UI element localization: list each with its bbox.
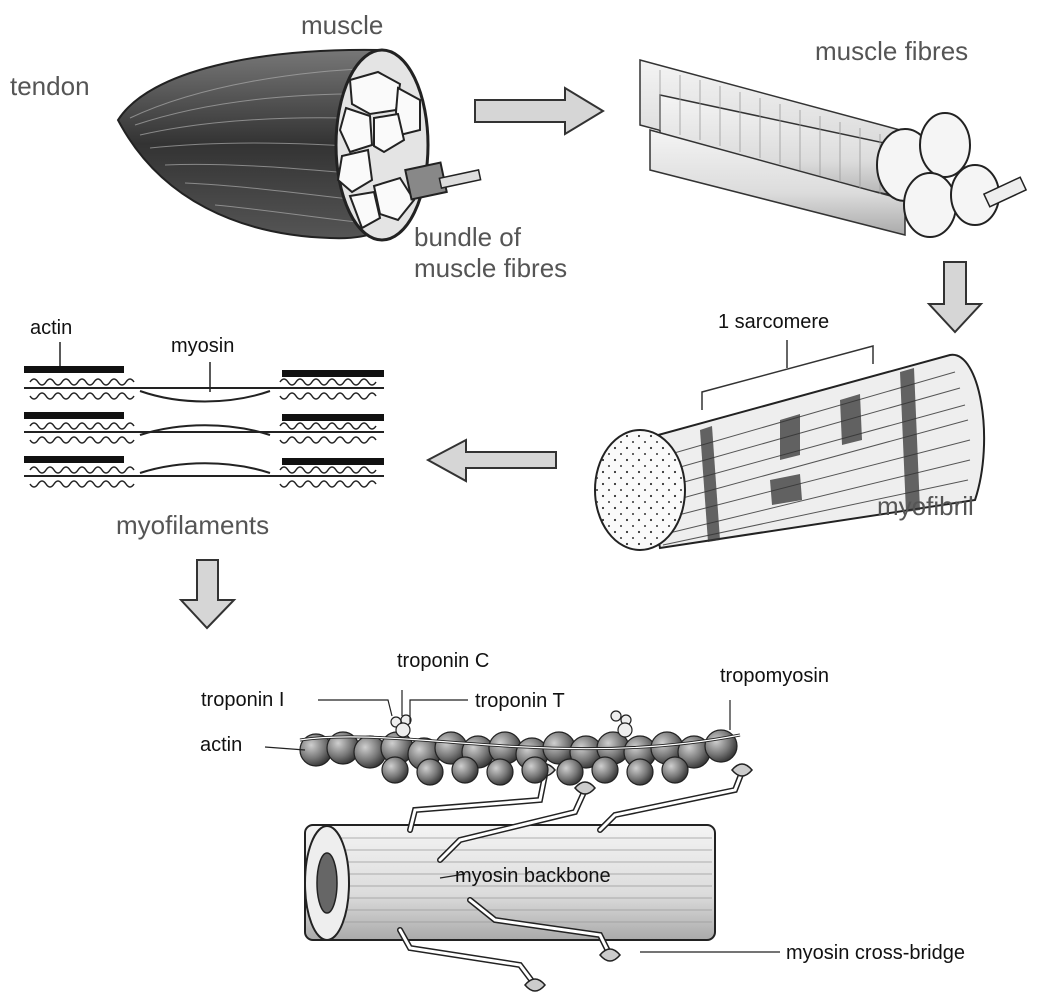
label-troponin-c: troponin C bbox=[397, 651, 489, 671]
label-troponin-t: troponin T bbox=[475, 691, 565, 711]
muscle-fibres-illustration bbox=[640, 60, 1026, 237]
label-sarcomere: 1 sarcomere bbox=[718, 312, 829, 332]
arrow-right-1 bbox=[475, 88, 603, 134]
label-troponin-i: troponin I bbox=[201, 690, 284, 710]
arrow-left-1 bbox=[428, 440, 556, 481]
label-tendon: tendon bbox=[10, 73, 90, 99]
muscle-illustration bbox=[118, 50, 481, 240]
label-muscle: muscle bbox=[301, 12, 383, 38]
label-myosin-top: myosin bbox=[171, 336, 234, 356]
arrow-down-2 bbox=[181, 560, 234, 628]
label-myosin-backbone: myosin backbone bbox=[455, 866, 611, 886]
label-muscle-fibres: muscle fibres bbox=[815, 38, 968, 64]
label-myosin-cross-bridge: myosin cross-bridge bbox=[786, 943, 965, 963]
myofilaments-illustration bbox=[24, 342, 384, 487]
label-actin-top: actin bbox=[30, 318, 72, 338]
label-myofilaments: myofilaments bbox=[116, 512, 269, 538]
label-bundle-line-1: bundle of bbox=[414, 222, 567, 253]
label-bundle-line-2: muscle fibres bbox=[414, 253, 567, 284]
arrow-down-1 bbox=[929, 262, 981, 332]
label-actin-bottom: actin bbox=[200, 735, 242, 755]
label-myofibril: myofibril bbox=[877, 493, 974, 519]
label-bundle-of-muscle-fibres: bundle of muscle fibres bbox=[414, 222, 567, 284]
label-tropomyosin: tropomyosin bbox=[720, 666, 829, 686]
actin-myosin-detail-illustration bbox=[265, 690, 780, 991]
